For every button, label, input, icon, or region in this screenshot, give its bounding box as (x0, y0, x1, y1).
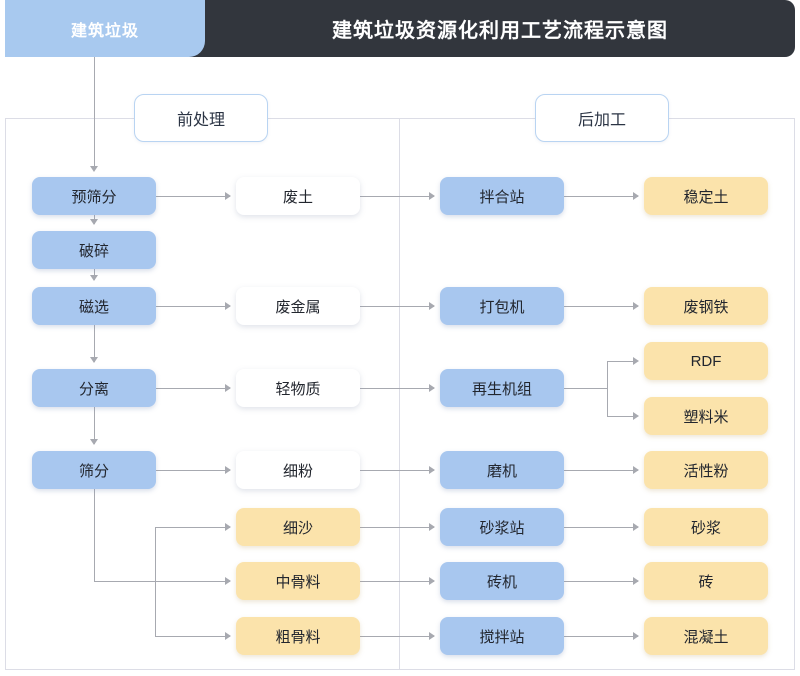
connector-soil-to-mixplant (360, 196, 434, 197)
arrow-to-finesand (225, 523, 231, 531)
arrow-to-scrapsteel (633, 302, 639, 310)
process-node-破碎[interactable]: 破碎 (32, 231, 156, 269)
connector-screen-to-fine-powder (156, 470, 230, 471)
equipment-node-砂浆站[interactable]: 砂浆站 (440, 508, 564, 546)
header-tab-construction-waste[interactable]: 建筑垃圾 (5, 0, 205, 57)
arrow-to-activepowder (633, 466, 639, 474)
connector-screen-branch-right (94, 581, 230, 582)
material-node-细沙[interactable]: 细沙 (236, 508, 360, 546)
arrow-to-light (225, 384, 231, 392)
connector-sand-to-mortar (360, 527, 434, 528)
equipment-node-打包机[interactable]: 打包机 (440, 287, 564, 325)
arrow-to-brickmachine (429, 577, 435, 585)
equipment-node-搅拌站[interactable]: 搅拌站 (440, 617, 564, 655)
process-node-预筛分[interactable]: 预筛分 (32, 177, 156, 215)
arrow-to-mixplant (429, 192, 435, 200)
arrow-to-finepowder (225, 466, 231, 474)
connector-magnetic-to-metal (156, 306, 230, 307)
material-node-中骨料[interactable]: 中骨料 (236, 562, 360, 600)
connector-separate-to-screen (94, 407, 95, 444)
product-node-砖[interactable]: 砖 (644, 562, 768, 600)
arrow-down-to-prescreen (90, 166, 98, 172)
arrow-to-mill (429, 466, 435, 474)
connector-to-coarse-agg (155, 636, 230, 637)
section-tab-post-processing[interactable]: 后加工 (535, 94, 669, 142)
connector-baler-to-scrap (564, 306, 638, 307)
equipment-node-再生机组[interactable]: 再生机组 (440, 369, 564, 407)
product-node-塑料米[interactable]: 塑料米 (644, 397, 768, 435)
connector-brick-to-brickprod (564, 581, 638, 582)
product-node-活性粉[interactable]: 活性粉 (644, 451, 768, 489)
arrow-to-stablesoil (633, 192, 639, 200)
arrow-to-mortarstation (429, 523, 435, 531)
arrow-to-waste-soil (225, 192, 231, 200)
arrow-to-mortarprod (633, 523, 639, 531)
connector-agg-riser (155, 527, 156, 637)
connector-regen-split (607, 361, 608, 416)
arrow-to-metal (225, 302, 231, 310)
connector-coarse-to-batching (360, 636, 434, 637)
connector-magnetic-to-separate (94, 325, 95, 362)
connector-mill-to-active (564, 470, 638, 471)
connector-regen-to-rdf (607, 361, 634, 362)
connector-light-to-regen (360, 388, 434, 389)
process-node-分离[interactable]: 分离 (32, 369, 156, 407)
connector-batching-to-concrete (564, 636, 638, 637)
arrow-down-to-magnetic (90, 275, 98, 281)
arrow-to-midagg (225, 577, 231, 585)
connector-to-fine-sand (155, 527, 230, 528)
product-node-混凝土[interactable]: 混凝土 (644, 617, 768, 655)
panel-divider (399, 118, 400, 670)
arrow-to-rdf (633, 357, 639, 365)
connector-mixplant-to-soil-prod (564, 196, 638, 197)
connector-mortar-to-mortarprod (564, 527, 638, 528)
connector-metal-to-baler (360, 306, 434, 307)
connector-screen-down-to-branch (94, 489, 95, 581)
product-node-RDF[interactable]: RDF (644, 342, 768, 380)
arrow-to-baler (429, 302, 435, 310)
arrow-to-brickprod (633, 577, 639, 585)
material-node-废金属[interactable]: 废金属 (236, 287, 360, 325)
arrow-to-regen (429, 384, 435, 392)
process-node-磁选[interactable]: 磁选 (32, 287, 156, 325)
connector-regen-stem (564, 388, 607, 389)
page-title: 建筑垃圾资源化利用工艺流程示意图 (332, 20, 668, 42)
arrow-to-coarseagg (225, 632, 231, 640)
arrow-to-concrete (633, 632, 639, 640)
material-node-废土[interactable]: 废土 (236, 177, 360, 215)
connector-crush-to-magnetic (94, 269, 95, 280)
equipment-node-磨机[interactable]: 磨机 (440, 451, 564, 489)
process-node-筛分[interactable]: 筛分 (32, 451, 156, 489)
connector-feed-from-tab-down (94, 57, 95, 170)
material-node-轻物质[interactable]: 轻物质 (236, 369, 360, 407)
product-node-稳定土[interactable]: 稳定土 (644, 177, 768, 215)
product-node-废钢铁[interactable]: 废钢铁 (644, 287, 768, 325)
arrow-to-plastic (633, 412, 639, 420)
connector-separate-to-light (156, 388, 230, 389)
section-tab-pre-processing[interactable]: 前处理 (134, 94, 268, 142)
connector-prescreen-to-waste-soil (156, 196, 230, 197)
product-node-砂浆[interactable]: 砂浆 (644, 508, 768, 546)
material-node-细粉[interactable]: 细粉 (236, 451, 360, 489)
equipment-node-砖机[interactable]: 砖机 (440, 562, 564, 600)
material-node-粗骨料[interactable]: 粗骨料 (236, 617, 360, 655)
connector-powder-to-mill (360, 470, 434, 471)
equipment-node-拌合站[interactable]: 拌合站 (440, 177, 564, 215)
arrow-down-to-separate (90, 357, 98, 363)
arrow-down-to-screen (90, 439, 98, 445)
arrow-down-to-crush (90, 219, 98, 225)
connector-regen-to-plastic (607, 416, 634, 417)
connector-midagg-to-brick (360, 581, 434, 582)
arrow-to-batching (429, 632, 435, 640)
